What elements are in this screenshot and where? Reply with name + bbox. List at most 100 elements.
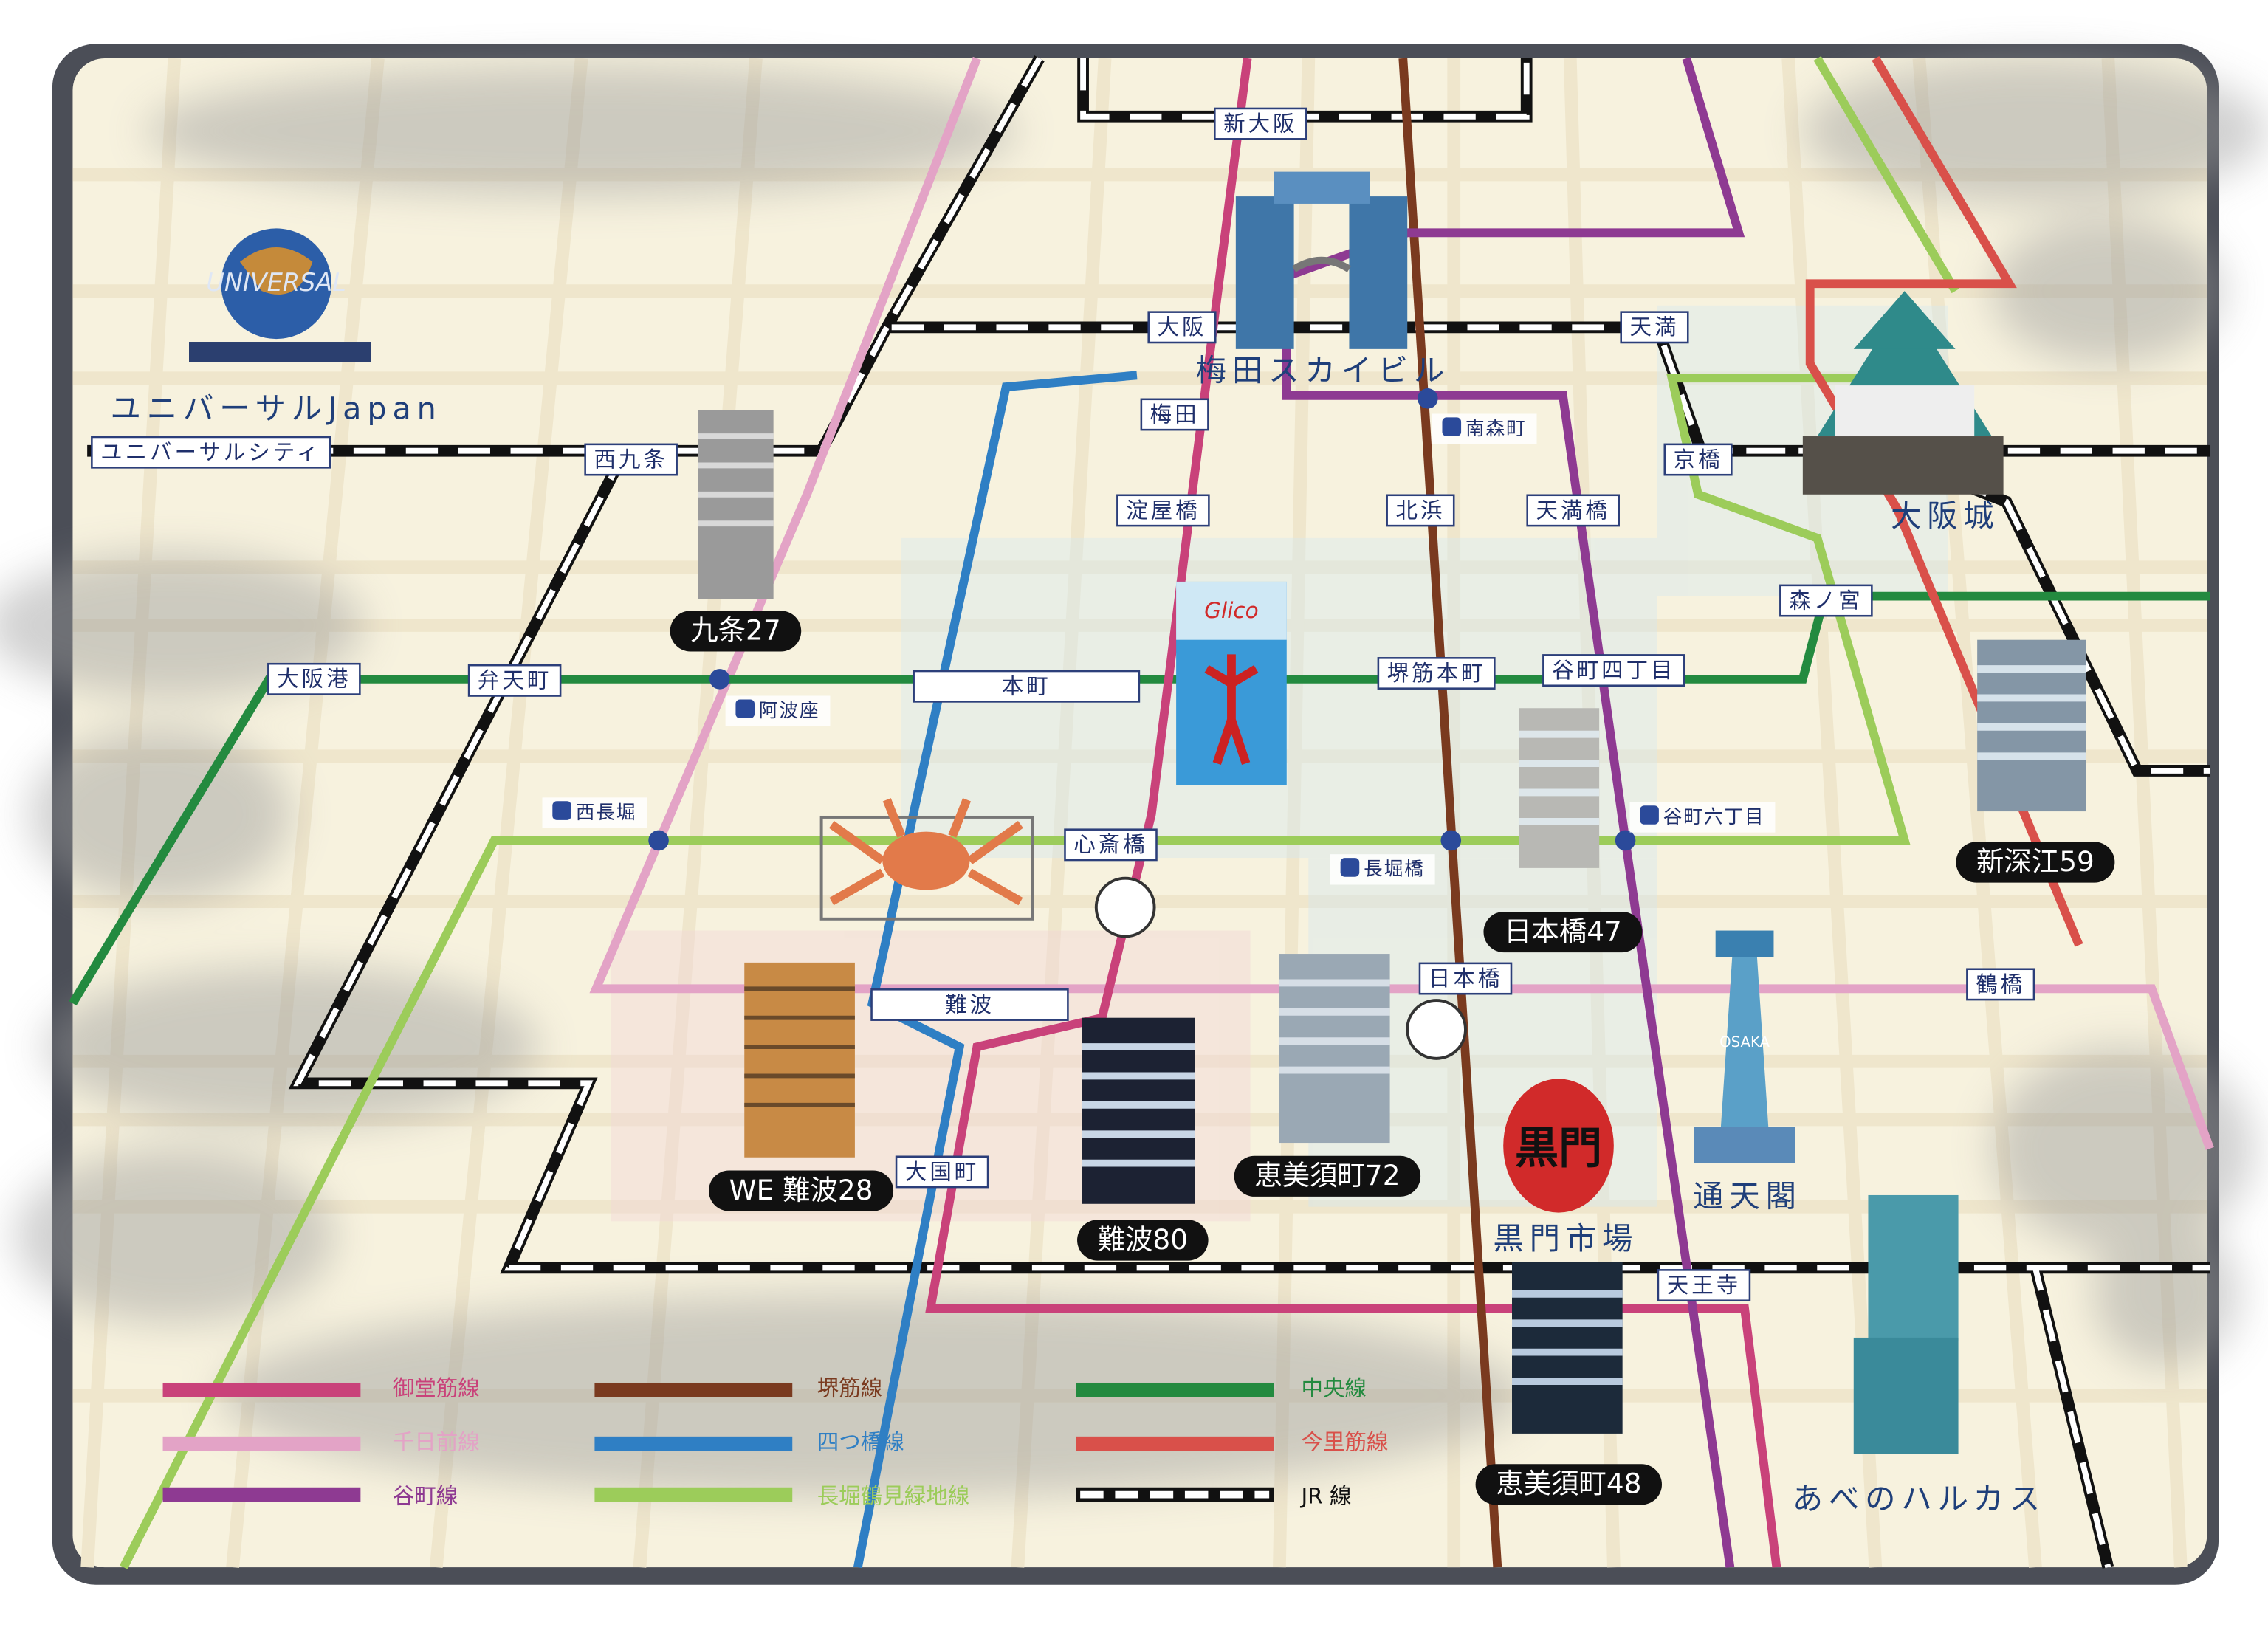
svg-text:京橋: 京橋 xyxy=(1674,447,1723,472)
svg-text:今里筋線: 今里筋線 xyxy=(1301,1430,1388,1455)
station-kyobashi[interactable]: 京橋 xyxy=(1663,443,1733,476)
svg-text:北浜: 北浜 xyxy=(1395,498,1445,523)
svg-text:心斎橋: 心斎橋 xyxy=(1073,832,1147,857)
subway-station-minamimorimachi[interactable]: 南森町 xyxy=(1432,413,1537,444)
line-nagahori-tsurumi-ryokuchi xyxy=(120,55,1959,1569)
station-hommachi[interactable]: 本町 xyxy=(913,670,1141,703)
legend-item-chuo: 中央線 xyxy=(1076,1376,1367,1401)
landmark-tsutenkaku: 通天閣 xyxy=(1693,1179,1802,1214)
legend-item-nagahori-tsurumi-ryokuchi: 長堀鶴見緑地線 xyxy=(594,1483,969,1508)
landmark-universal-japan: ユニバーサルJapan xyxy=(111,391,442,426)
svg-text:鶴橋: 鶴橋 xyxy=(1976,972,2025,997)
crab-sign xyxy=(819,798,1034,921)
legend-item-imazatosuji: 今里筋線 xyxy=(1076,1430,1389,1455)
subway-station-nagahoribashi[interactable]: 長堀橋 xyxy=(1330,854,1435,885)
hotel-ebisucho-72[interactable]: 恵美須町72 xyxy=(1234,1155,1421,1197)
legend-item-yotsubashi: 四つ橋線 xyxy=(594,1430,904,1455)
station-tanimachi-4-chome[interactable]: 谷町四丁目 xyxy=(1542,654,1685,687)
subway-station-awaza[interactable]: 阿波座 xyxy=(725,695,831,726)
hotel-building-ebisucho-72 xyxy=(1279,954,1390,1144)
line-imazatosuji xyxy=(1805,56,2083,947)
subway-station-tanimachi-6-chome[interactable]: 谷町六丁目 xyxy=(1629,802,1776,833)
station-osakako[interactable]: 大阪港 xyxy=(267,662,361,695)
hotel-nipponbashi-47[interactable]: 日本橋47 xyxy=(1483,911,1643,953)
svg-text:堺筋本町: 堺筋本町 xyxy=(1387,661,1486,686)
station-yodoyabashi[interactable]: 淀屋橋 xyxy=(1116,494,1210,527)
svg-text:Glico: Glico xyxy=(1204,598,1259,623)
clouds xyxy=(0,58,2268,1498)
station-sakaisuji-hommachi[interactable]: 堺筋本町 xyxy=(1377,657,1496,690)
svg-text:WE 難波28: WE 難波28 xyxy=(729,1174,873,1206)
svg-text:長堀鶴見緑地線: 長堀鶴見緑地線 xyxy=(817,1483,970,1508)
tsutenkaku-tower: OSAKA xyxy=(1694,930,1796,1163)
station-universal-city[interactable]: ユニバーサルシティ xyxy=(91,436,331,469)
subway-icon xyxy=(1640,805,1659,825)
svg-text:OSAKA: OSAKA xyxy=(1719,1034,1770,1050)
hotel-kujo-27[interactable]: 九条27 xyxy=(670,611,802,652)
svg-text:長堀橋: 長堀橋 xyxy=(1364,859,1425,881)
station-labels: 新大阪 大阪 天満 梅田 西九条 ユニバーサルシティ 京橋 淀屋橋 北浜 天満橋… xyxy=(91,107,2035,1302)
station-umeda[interactable]: 梅田 xyxy=(1140,398,1209,431)
legend-item-midosuji: 御堂筋線 xyxy=(162,1376,480,1401)
svg-text:谷町六丁目: 谷町六丁目 xyxy=(1663,806,1765,828)
station-namba[interactable]: 難波 xyxy=(870,988,1069,1021)
station-morinomiya[interactable]: 森ノ宮 xyxy=(1779,584,1873,617)
line-sennichimae xyxy=(589,56,2214,1150)
landmark-kuromon-market: 黒門市場 xyxy=(1493,1221,1638,1256)
station-tenmabashi[interactable]: 天満橋 xyxy=(1526,494,1620,527)
svg-text:黒門: 黒門 xyxy=(1515,1123,1602,1174)
hotel-building-we-namba xyxy=(744,962,855,1158)
station-tenma[interactable]: 天満 xyxy=(1620,311,1689,344)
glico-sign: Glico xyxy=(1176,581,1287,785)
subway-station-nishinagahori[interactable]: 西長堀 xyxy=(542,797,647,828)
svg-text:大阪: 大阪 xyxy=(1158,314,1207,340)
station-bentencho[interactable]: 弁天町 xyxy=(467,664,562,697)
svg-text:御堂筋線: 御堂筋線 xyxy=(393,1376,480,1401)
svg-text:阿波座: 阿波座 xyxy=(759,700,820,722)
hotel-building-nipponbashi xyxy=(1519,708,1600,868)
hotel-ebisucho-48[interactable]: 恵美須町48 xyxy=(1475,1464,1662,1505)
hotel-we-namba-28[interactable]: WE 難波28 xyxy=(709,1170,894,1211)
svg-text:大阪港: 大阪港 xyxy=(277,667,351,692)
kuromon-lantern: 黒門 xyxy=(1503,1079,1614,1213)
universal-globe-logo: UNIVERSAL xyxy=(189,228,371,362)
svg-text:弁天町: 弁天町 xyxy=(478,668,551,693)
station-tennoji[interactable]: 天王寺 xyxy=(1657,1269,1751,1302)
svg-text:梅田: 梅田 xyxy=(1150,402,1200,427)
abeno-harukas-building xyxy=(1853,1194,1959,1454)
station-nishikujo[interactable]: 西九条 xyxy=(584,443,678,476)
svg-text:千日前線: 千日前線 xyxy=(393,1430,480,1455)
svg-text:西九条: 西九条 xyxy=(594,447,667,472)
svg-text:南森町: 南森町 xyxy=(1465,418,1527,440)
hotel-namba-80[interactable]: 難波80 xyxy=(1077,1220,1209,1261)
station-nipponbashi[interactable]: 日本橋 xyxy=(1418,962,1513,995)
svg-text:JR 線: JR 線 xyxy=(1299,1483,1351,1508)
restaurant-logo-2 xyxy=(1406,999,1467,1060)
svg-text:天満橋: 天満橋 xyxy=(1536,498,1610,523)
svg-text:ユニバーサルシティ: ユニバーサルシティ xyxy=(100,440,321,465)
legend: 御堂筋線 千日前線 谷町線 堺筋線 四つ橋線 長堀鶴見緑地線 中央線 今里筋線 … xyxy=(162,1376,1389,1508)
hotel-shinfukae-59[interactable]: 新深江59 xyxy=(1956,842,2115,883)
line-midosuji xyxy=(925,58,1781,1568)
station-kitahama[interactable]: 北浜 xyxy=(1386,494,1455,527)
station-tsuruhashi[interactable]: 鶴橋 xyxy=(1966,968,2035,1001)
station-osaka[interactable]: 大阪 xyxy=(1147,311,1217,344)
station-daikokucho[interactable]: 大国町 xyxy=(895,1155,989,1189)
subway-icon xyxy=(1340,858,1360,877)
svg-text:淀屋橋: 淀屋橋 xyxy=(1126,498,1200,523)
station-shin-osaka[interactable]: 新大阪 xyxy=(1214,107,1307,140)
transfer-dots xyxy=(648,388,1636,851)
station-shinsaibashi[interactable]: 心斎橋 xyxy=(1064,828,1158,862)
legend-item-tanimachi: 谷町線 xyxy=(162,1483,458,1508)
line-chuo xyxy=(69,591,2210,1006)
subway-icon xyxy=(1442,417,1462,437)
svg-text:森ノ宮: 森ノ宮 xyxy=(1789,588,1863,613)
subway-icon xyxy=(735,699,755,719)
restaurant-logo-1 xyxy=(1094,876,1156,938)
hotel-building-ebisucho-48 xyxy=(1512,1262,1623,1434)
legend-item-jr: JR 線 xyxy=(1076,1483,1352,1508)
landmark-abeno-harukas: あべのハルカス xyxy=(1793,1481,2046,1516)
svg-text:西長堀: 西長堀 xyxy=(576,802,637,824)
svg-text:難波: 難波 xyxy=(945,992,994,1017)
